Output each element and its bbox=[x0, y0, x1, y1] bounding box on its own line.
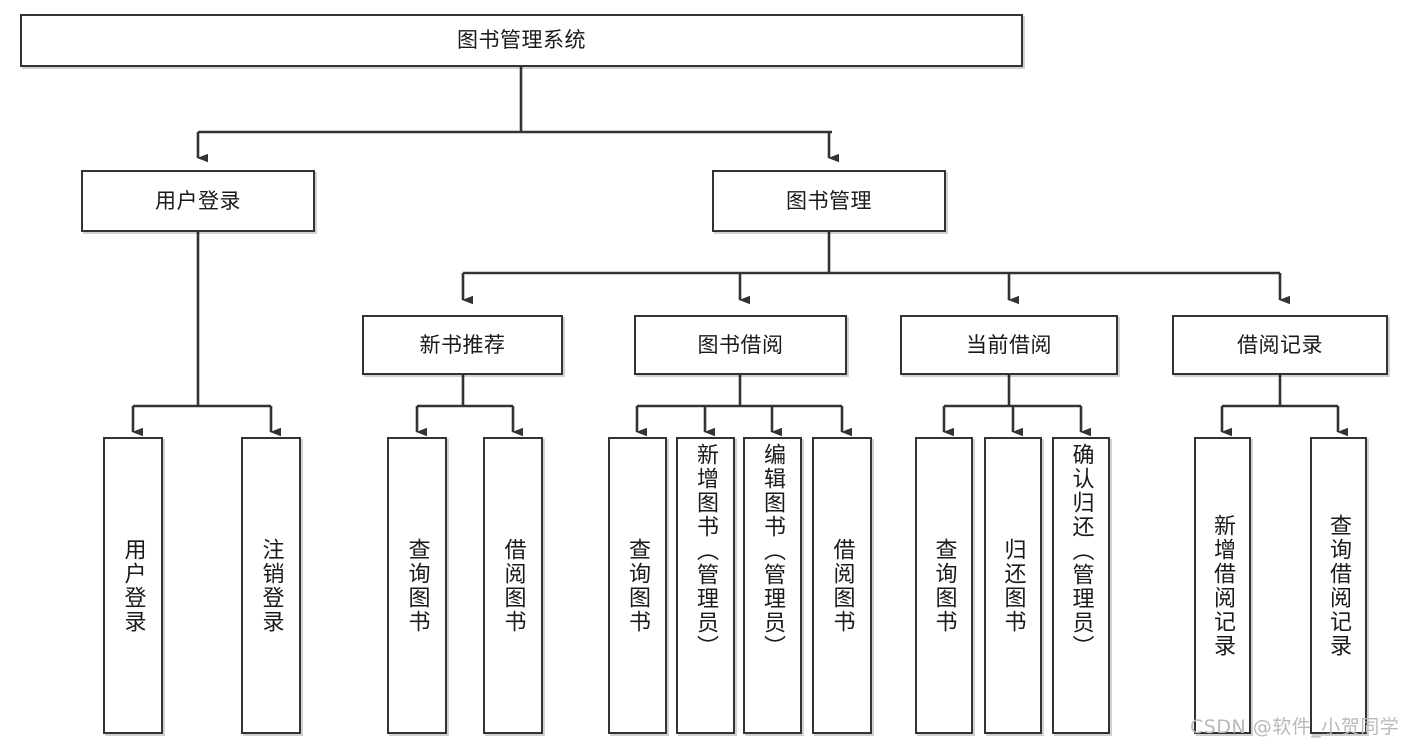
leaf-borrow-book-borrow[interactable]: 借阅图书 bbox=[812, 437, 872, 734]
leaf-logout-login[interactable]: 注销登录 bbox=[241, 437, 301, 734]
node-label: 当前借阅 bbox=[966, 332, 1052, 357]
leaf-query-book-borrow[interactable]: 查询图书 bbox=[608, 437, 667, 734]
node-label: 新书推荐 bbox=[419, 332, 506, 357]
node-label: 查询图书 bbox=[931, 537, 957, 634]
node-label: 新增借阅记录 bbox=[1210, 513, 1236, 658]
leaf-return-book[interactable]: 归还图书 bbox=[984, 437, 1042, 734]
node-label: 图书管理 bbox=[786, 188, 872, 213]
leaf-query-borrow-record[interactable]: 查询借阅记录 bbox=[1310, 437, 1367, 734]
node-user-login[interactable]: 用户登录 bbox=[81, 170, 315, 232]
node-label: 图书管理系统 bbox=[457, 28, 586, 53]
node-label: 用户登录 bbox=[120, 537, 146, 634]
node-book-manage[interactable]: 图书管理 bbox=[712, 170, 946, 232]
node-label: 注销登录 bbox=[258, 537, 284, 634]
node-label: 用户登录 bbox=[155, 188, 241, 213]
node-label: 查询图书 bbox=[404, 537, 430, 634]
node-label: 查询图书 bbox=[625, 537, 651, 634]
node-label: 编辑图书（管理员） bbox=[760, 443, 786, 659]
leaf-add-book[interactable]: 新增图书（管理员） bbox=[676, 437, 735, 734]
node-root-system[interactable]: 图书管理系统 bbox=[20, 14, 1023, 67]
leaf-confirm-return[interactable]: 确认归还（管理员） bbox=[1052, 437, 1110, 734]
leaf-edit-book[interactable]: 编辑图书（管理员） bbox=[743, 437, 802, 734]
node-new-book-recommend[interactable]: 新书推荐 bbox=[362, 315, 563, 375]
node-label: 图书借阅 bbox=[697, 332, 784, 357]
node-label: 借阅记录 bbox=[1237, 332, 1323, 357]
node-label: 查询借阅记录 bbox=[1326, 513, 1352, 658]
node-label: 新增图书（管理员） bbox=[693, 443, 719, 659]
node-label: 确认归还（管理员） bbox=[1068, 443, 1094, 659]
leaf-query-book-current[interactable]: 查询图书 bbox=[915, 437, 973, 734]
node-label: 借阅图书 bbox=[500, 537, 526, 634]
node-borrow-record[interactable]: 借阅记录 bbox=[1172, 315, 1388, 375]
node-current-borrow[interactable]: 当前借阅 bbox=[900, 315, 1118, 375]
node-label: 归还图书 bbox=[1000, 537, 1026, 634]
leaf-user-login[interactable]: 用户登录 bbox=[103, 437, 163, 734]
node-label: 借阅图书 bbox=[829, 537, 855, 634]
node-book-borrow[interactable]: 图书借阅 bbox=[634, 315, 847, 375]
leaf-add-borrow-record[interactable]: 新增借阅记录 bbox=[1194, 437, 1251, 734]
leaf-query-book-recommend[interactable]: 查询图书 bbox=[387, 437, 447, 734]
leaf-borrow-book-recommend[interactable]: 借阅图书 bbox=[483, 437, 543, 734]
